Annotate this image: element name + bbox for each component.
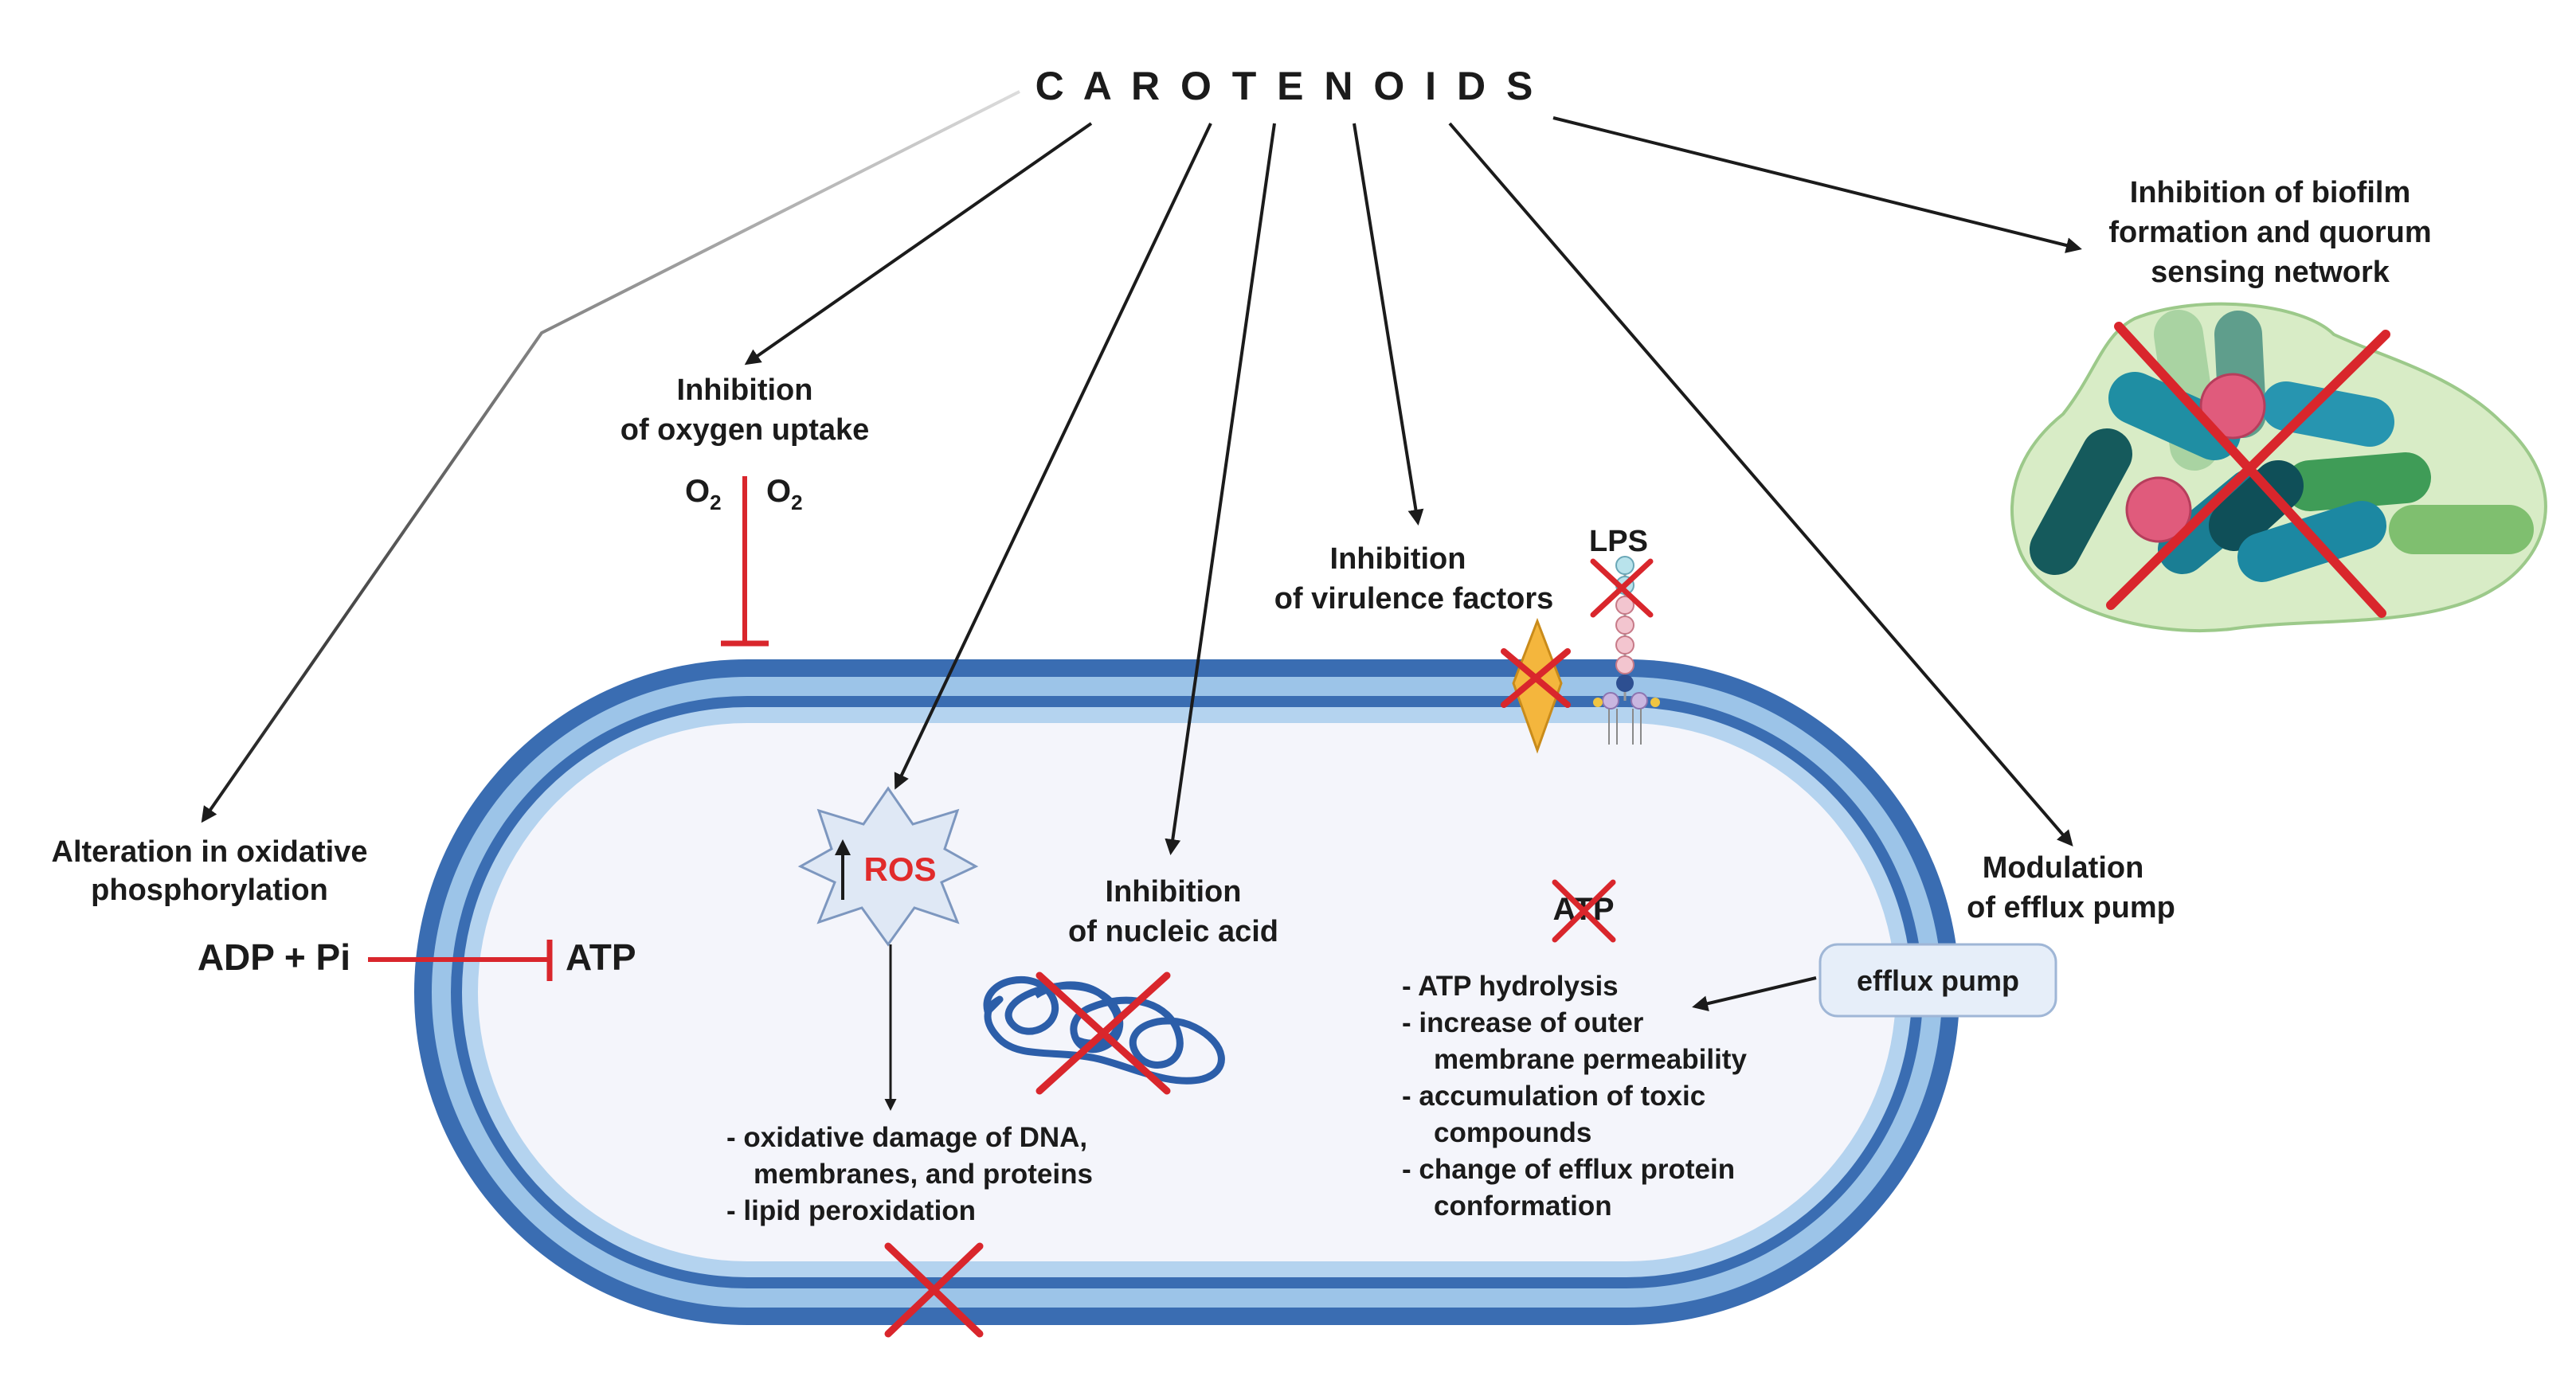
virulence-label-line-2: of virulence factors xyxy=(1274,582,1554,616)
efflux-effect-line-2: - increase of outer xyxy=(1402,1007,1644,1038)
nucleic-acid-cross-icon xyxy=(1035,971,1171,1095)
lps-molecule-icon xyxy=(1593,556,1660,745)
nucleic-acid: Inhibition of nucleic acid xyxy=(983,875,1278,1095)
lps-cross-icon xyxy=(1590,558,1654,618)
ros-group: ROS - oxidative damage of DNA, membranes… xyxy=(726,786,1093,1338)
ros-effect-line-2: membranes, and proteins xyxy=(754,1159,1093,1190)
arrow-to-virulence-factors xyxy=(1353,123,1424,526)
arrow-to-oxidative-phosphorylation xyxy=(201,90,1020,823)
efflux-pump-group: Modulation of efflux pump efflux pump AT… xyxy=(1402,851,2175,1222)
biofilm-bacteria-icon xyxy=(2030,310,2534,582)
arrow-to-biofilm xyxy=(1552,116,2082,253)
efflux-effect-line-5: compounds xyxy=(1434,1117,1591,1148)
efflux-pump-label: efflux pump xyxy=(1857,964,2019,997)
bacterial-cell xyxy=(414,659,1959,1325)
biofilm-label-line-2: formation and quorum xyxy=(2108,216,2431,249)
efflux-effect-line-6: - change of efflux protein xyxy=(1402,1154,1735,1185)
efflux-label-line-2: of efflux pump xyxy=(1967,891,2175,925)
nucleic-label-line-1: Inhibition xyxy=(1106,875,1242,909)
arrow-to-nucleic-acid xyxy=(1165,123,1276,855)
title: C A R O T E N O I D S xyxy=(1035,64,1538,108)
efflux-pump-box xyxy=(1818,943,2057,1018)
oxphos-label-line-1: Alteration in oxidative xyxy=(52,835,368,869)
ros-effect-line-1: - oxidative damage of DNA, xyxy=(726,1122,1087,1153)
arrow-to-oxygen-uptake xyxy=(744,122,1093,366)
oxidative-phosphorylation: Alteration in oxidative phosphorylation … xyxy=(52,835,636,981)
efflux-effect-line-7: conformation xyxy=(1434,1190,1612,1222)
atp-cross-icon xyxy=(1552,879,1616,943)
efflux-effect-arrow xyxy=(1692,976,1817,1012)
biofilm-cross-icon xyxy=(2106,322,2390,618)
efflux-effect-line-4: - accumulation of toxic xyxy=(1402,1081,1705,1112)
virulence-label-line-1: Inhibition xyxy=(1330,542,1466,576)
dna-coil-icon xyxy=(983,975,1225,1085)
efflux-effect-line-1: - ATP hydrolysis xyxy=(1402,971,1619,1002)
ros-burst-icon xyxy=(797,786,979,947)
o2-right: O2 xyxy=(766,474,803,514)
efflux-effect-line-3: membrane permeability xyxy=(1434,1044,1747,1075)
reaction-atp: ATP xyxy=(566,936,636,978)
arrow-to-efflux-pump xyxy=(1448,122,2073,847)
ros-effect-line-3: - lipid peroxidation xyxy=(726,1195,976,1226)
lps-label: LPS xyxy=(1589,525,1648,558)
biofilm-label-line-3: sensing network xyxy=(2151,256,2390,289)
efflux-label-line-1: Modulation xyxy=(1983,851,2144,885)
lipid-peroxidation-cross-icon xyxy=(884,1242,984,1338)
oxygen-label-line-2: of oxygen uptake xyxy=(621,413,870,447)
oxygen-label-line-1: Inhibition xyxy=(677,373,813,407)
oxygen-uptake: Inhibition of oxygen uptake O2 O2 xyxy=(621,373,870,647)
virulence-protein-cross-icon xyxy=(1501,648,1571,708)
oxphos-label-line-2: phosphorylation xyxy=(91,874,328,907)
nucleic-label-line-2: of nucleic acid xyxy=(1068,915,1278,948)
biofilm-label-line-1: Inhibition of biofilm xyxy=(2130,176,2410,209)
virulence-factors: Inhibition of virulence factors LPS xyxy=(1274,525,1660,754)
biofilm: Inhibition of biofilm formation and quor… xyxy=(2010,176,2547,633)
arrow-to-ros xyxy=(894,123,1212,790)
o2-left: O2 xyxy=(685,474,722,514)
reaction-adp-pi: ADP + Pi xyxy=(198,936,350,978)
ros-label: ROS xyxy=(863,850,936,888)
mechanism-arrows xyxy=(201,90,2082,855)
